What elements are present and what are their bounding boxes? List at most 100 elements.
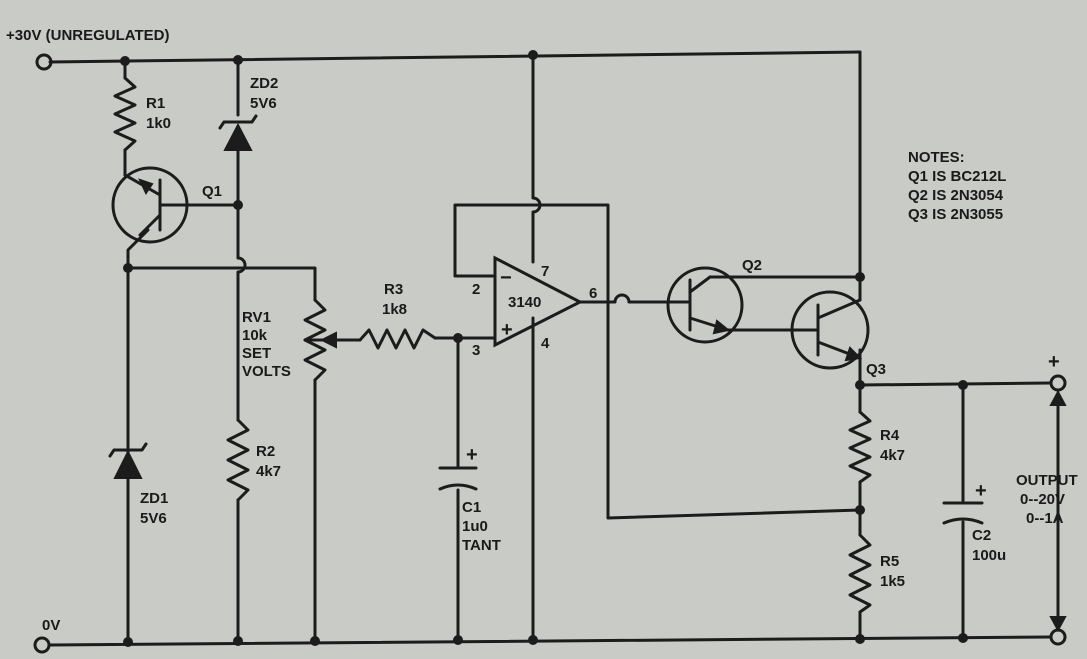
rv1-desc-set: SET [242, 345, 271, 362]
zener-diodes [108, 114, 258, 479]
junctions [120, 50, 968, 647]
c1-plus: + [466, 444, 478, 466]
q2-transistor [666, 266, 744, 344]
junction-dot [958, 633, 968, 643]
junction-dot [855, 634, 865, 644]
r2-name: R2 [256, 443, 275, 460]
opamp-output-wire [576, 293, 692, 304]
ground-rail [48, 635, 1052, 647]
opamp-3140 [493, 255, 584, 348]
r2-resistor [226, 418, 250, 502]
q3-transistor [790, 290, 870, 370]
wires [48, 50, 1060, 647]
c1-value: 1u0 [462, 518, 488, 535]
output-arrow-head-up [1049, 389, 1067, 406]
r4-name: R4 [880, 427, 900, 444]
zd2-wire [236, 58, 247, 642]
inverting-sign: − [500, 267, 512, 289]
junction-dot [855, 380, 865, 390]
r1-value: 1k0 [146, 115, 171, 132]
junction-dot [123, 263, 133, 273]
rv1-desc-volts: VOLTS [242, 363, 291, 380]
rv1-value: 10k [242, 327, 268, 344]
non-inverting-sign: + [501, 319, 513, 341]
junction-dot [453, 635, 463, 645]
supply-rail [48, 50, 862, 64]
pin3-label: 3 [472, 342, 480, 359]
output-title: OUTPUT [1016, 472, 1078, 489]
c2-capacitor [942, 501, 984, 525]
terminals [33, 53, 1067, 654]
q1-name: Q1 [202, 183, 222, 200]
resistors [113, 76, 872, 614]
junction-dot [233, 636, 243, 646]
r4-resistor [848, 410, 872, 484]
feedback-wire [453, 203, 862, 520]
zd1-value: 5V6 [140, 510, 167, 527]
notes-title: NOTES: [908, 149, 965, 166]
pin6-label: 6 [589, 285, 597, 302]
r1-name: R1 [146, 95, 165, 112]
pin7-label: 7 [541, 263, 549, 280]
junction-dot [233, 55, 243, 65]
ground-label: 0V [42, 617, 60, 634]
output-positive-wire [858, 381, 1052, 387]
supply-terminal [35, 53, 53, 71]
q3-name: Q3 [866, 361, 886, 378]
zd2-cathode-bar [218, 114, 258, 130]
ground-terminal [33, 636, 51, 654]
junction-dot [120, 56, 130, 66]
r3-name: R3 [384, 281, 403, 298]
zd1-diode [113, 449, 143, 479]
output-arrow-head-down [1049, 616, 1067, 633]
rv1-top-wire [126, 266, 317, 642]
r3-value: 1k8 [382, 301, 407, 318]
c2-value: 100u [972, 547, 1006, 564]
supply-label: +30V (UNREGULATED) [6, 27, 170, 44]
output-plus: + [1048, 351, 1060, 373]
notes-line: Q1 IS BC212L [908, 168, 1006, 185]
r4-value: 4k7 [880, 447, 905, 464]
q1-transistor [111, 166, 189, 244]
c1-capacitor [438, 466, 478, 491]
junction-dot [528, 50, 538, 60]
output-voltage: 0--20V [1020, 491, 1065, 508]
q1-collector-wire [126, 228, 150, 642]
r1-resistor [113, 76, 137, 152]
pin4-label: 4 [541, 335, 550, 352]
output-positive-terminal [1049, 374, 1067, 392]
c2-plus: + [975, 480, 987, 502]
capacitors [438, 466, 984, 525]
pin2-label: 2 [472, 281, 480, 298]
junction-dot [233, 200, 243, 210]
junction-dot [453, 333, 463, 343]
notes-line: Q2 IS 2N3054 [908, 187, 1004, 204]
zd2-value: 5V6 [250, 95, 277, 112]
output-current: 0--1A [1026, 510, 1064, 527]
q2-name: Q2 [742, 257, 762, 274]
junction-dot [310, 636, 320, 646]
transistors [111, 166, 870, 370]
rv1-wiper-arrow [319, 331, 337, 349]
r5-resistor [848, 533, 872, 614]
junction-dot [855, 505, 865, 515]
zd2-name: ZD2 [250, 75, 278, 92]
junction-dot [855, 272, 865, 282]
c1-type: TANT [462, 537, 501, 554]
r3-wire [338, 336, 497, 342]
rv1-name: RV1 [242, 309, 271, 326]
r3-resistor [358, 328, 437, 350]
c1-name: C1 [462, 499, 481, 516]
r5-name: R5 [880, 553, 899, 570]
junction-dot [123, 637, 133, 647]
r2-value: 4k7 [256, 463, 281, 480]
pin7-wire [531, 53, 542, 264]
zd2-diode [223, 122, 253, 151]
zd1-name: ZD1 [140, 490, 168, 507]
opamp-name: 3140 [508, 294, 541, 311]
labels: +30V (UNREGULATED) 0V R1 1k0 ZD2 5V6 Q1 … [6, 27, 1078, 634]
junction-dot [528, 635, 538, 645]
junction-dot [958, 380, 968, 390]
zd1-cathode-bar [108, 442, 148, 458]
